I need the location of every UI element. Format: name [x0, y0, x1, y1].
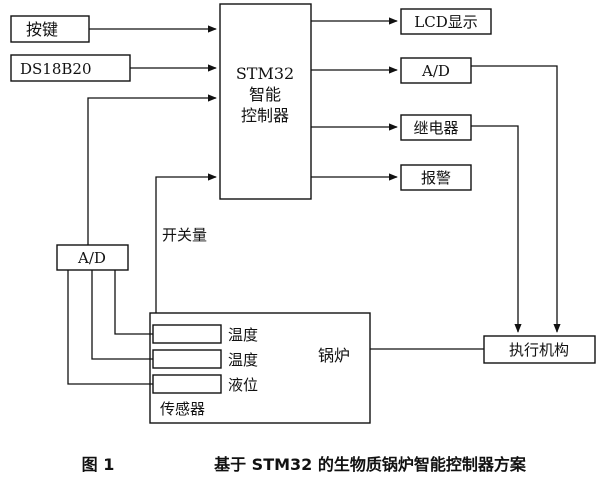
- ad-out-box: [400, 57, 472, 84]
- keys-box: [10, 15, 90, 43]
- ds18b20-box: [10, 54, 131, 82]
- keys-label: 按键: [26, 20, 58, 39]
- sensor-level-label: 液位: [228, 376, 258, 394]
- sensor-group-label: 传感器: [160, 400, 205, 418]
- relay-label: 继电器: [413, 119, 458, 137]
- switch-qty-label: 开关量: [162, 226, 207, 244]
- relay-box: [400, 114, 472, 141]
- sensor-temp-1-box: [152, 324, 222, 344]
- controller-line3: 控制器: [241, 106, 289, 125]
- actuator-label: 执行机构: [509, 341, 569, 359]
- alarm-box: [400, 164, 472, 191]
- sensor-temp-1-label: 温度: [228, 326, 258, 344]
- ad-in-box: [56, 244, 129, 271]
- ad-out-label: A/D: [421, 62, 450, 80]
- lcd-box: [400, 8, 492, 35]
- arrow-ad-to-actuator: [471, 65, 561, 333]
- sensor-level-box: [152, 374, 222, 394]
- arrow-ad-to-controller: [87, 94, 217, 245]
- figure-number: 图 1: [82, 455, 115, 474]
- sensor-temp-2-box: [152, 349, 222, 369]
- boiler-label: 锅炉: [318, 346, 350, 365]
- arrow-switch-to-controller: [155, 173, 217, 313]
- figure-caption: 基于 STM32 的生物质锅炉智能控制器方案: [213, 455, 527, 474]
- controller-line2: 智能: [249, 85, 281, 104]
- alarm-label: 报警: [421, 169, 451, 187]
- sensor-temp-2-label: 温度: [228, 351, 258, 369]
- line-temp2-to-ad: [91, 270, 153, 360]
- arrow-relay-to-actuator: [471, 125, 522, 333]
- controller-line1: STM32: [236, 64, 294, 83]
- line-temp1-to-ad: [114, 270, 153, 335]
- ad-in-label: A/D: [77, 249, 106, 267]
- lcd-label: LCD显示: [414, 13, 477, 31]
- ds18b20-label: DS18B20: [20, 60, 92, 78]
- stm32-controller-box: [219, 3, 312, 200]
- line-level-to-ad: [67, 270, 153, 385]
